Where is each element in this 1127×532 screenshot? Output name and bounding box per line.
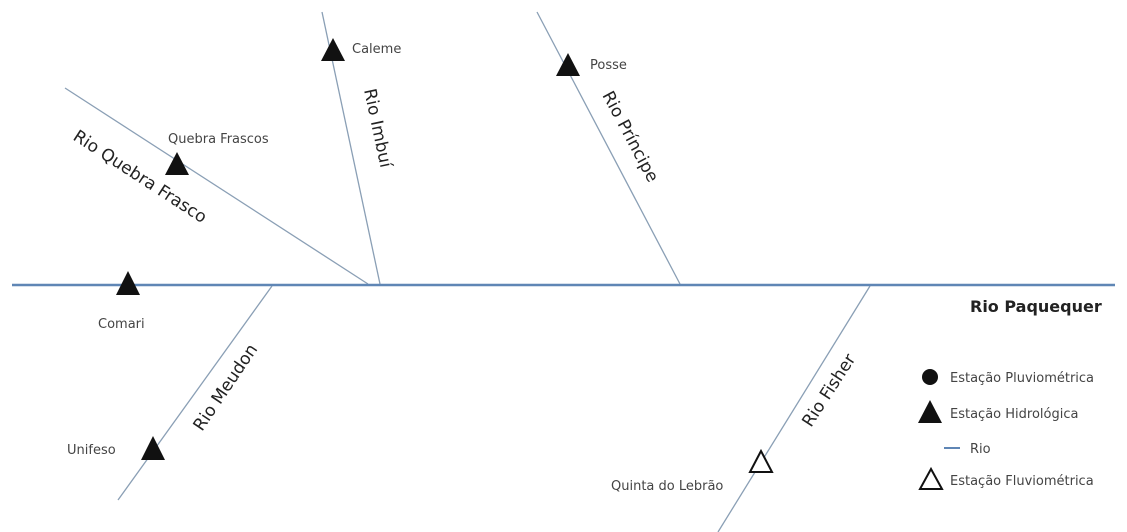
unifeso-station-icon <box>141 436 165 460</box>
comari-label: Comari <box>98 317 145 332</box>
rio-paquequer-label: Rio Paquequer <box>970 297 1102 316</box>
rio-quebra-frasco-line <box>64 87 369 285</box>
quinta-do-lebrao-station-icon <box>748 448 774 473</box>
rio-principe-label: Rio Príncipe <box>598 88 663 186</box>
legend: Estação Pluviométrica Estação Hidrológic… <box>918 369 1094 490</box>
quebra-frascos-station-icon <box>165 152 189 175</box>
legend-hidrologica-icon <box>918 400 942 423</box>
unifeso-label: Unifeso <box>67 443 116 458</box>
legend-rio-label: Rio <box>970 442 991 457</box>
legend-pluviometrica-icon <box>922 369 938 385</box>
rio-imbui-label: Rio Imbuí <box>359 87 396 171</box>
rio-fisher-label: Rio Fisher <box>798 350 860 430</box>
rio-fisher-line <box>717 285 871 532</box>
caleme-station-icon <box>321 38 345 61</box>
quinta-do-lebrao-label: Quinta do Lebrão <box>611 479 723 494</box>
legend-hidrologica-label: Estação Hidrológica <box>950 407 1078 422</box>
posse-label: Posse <box>590 58 627 73</box>
rio-principe-line <box>536 11 681 285</box>
comari-station-icon <box>116 271 140 295</box>
posse-station-icon <box>556 53 580 76</box>
rio-meudon-line <box>117 285 273 501</box>
legend-fluviometrica-label: Estação Fluviométrica <box>950 474 1094 489</box>
legend-fluviometrica-icon <box>918 466 944 490</box>
rio-meudon-label: Rio Meudon <box>190 341 263 435</box>
legend-pluviometrica-label: Estação Pluviométrica <box>950 371 1094 386</box>
quebra-frascos-label: Quebra Frascos <box>168 132 269 147</box>
caleme-label: Caleme <box>352 42 401 57</box>
